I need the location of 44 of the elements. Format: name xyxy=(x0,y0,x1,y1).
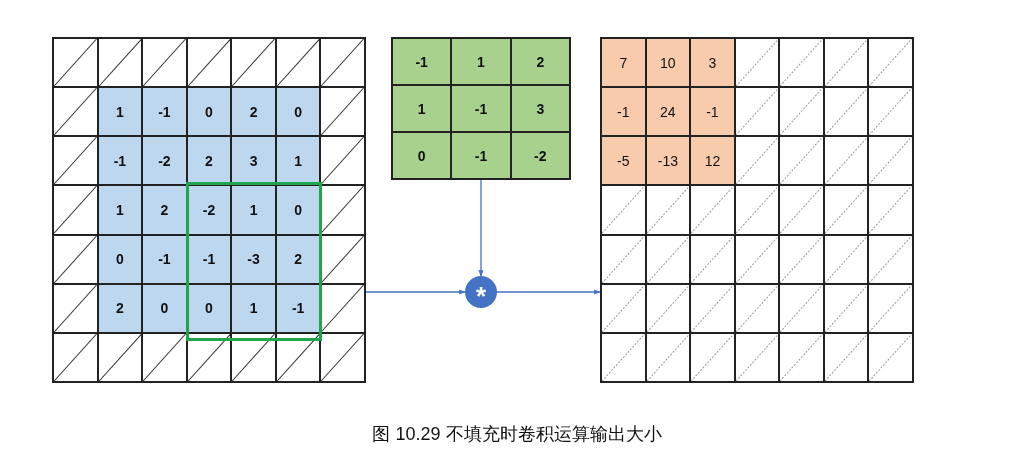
matrix-cell: 0 xyxy=(97,234,143,284)
matrix-cell: 2 xyxy=(510,38,570,85)
matrix-cell: 12 xyxy=(690,136,735,186)
matrix-cell: -2 xyxy=(142,136,187,186)
matrix-grid xyxy=(600,37,914,383)
matrix-cell: -5 xyxy=(601,136,646,186)
arrow xyxy=(478,179,484,277)
matrix-cell: 1 xyxy=(97,87,143,137)
matrix-cell: 1 xyxy=(231,283,276,333)
matrix-cell: -13 xyxy=(645,136,691,186)
matrix-cell: 0 xyxy=(142,283,187,333)
matrix-cell: 0 xyxy=(275,87,321,137)
matrix-cell: -1 xyxy=(451,132,511,179)
matrix-cell: -1 xyxy=(142,234,187,284)
figure-caption: 图 10.29 不填充时卷积运算输出大小 xyxy=(371,423,663,446)
matrix-cell: 24 xyxy=(645,87,691,137)
matrix-cell: 2 xyxy=(97,283,143,333)
matrix-cell: -1 xyxy=(97,136,143,186)
matrix-grid xyxy=(52,37,366,383)
matrix-cell: 3 xyxy=(690,38,735,88)
matrix-cell: -3 xyxy=(231,234,276,284)
matrix-grid xyxy=(391,37,571,180)
arrow xyxy=(496,289,601,295)
arrow xyxy=(365,289,466,295)
matrix-cell: -1 xyxy=(451,85,511,132)
matrix-cell: 3 xyxy=(510,85,570,132)
matrix-cell: 1 xyxy=(231,185,276,235)
matrix-cell: 0 xyxy=(392,132,452,179)
matrix-cell: 10 xyxy=(645,38,691,88)
matrix-cell: -1 xyxy=(690,87,735,137)
matrix-cell: -1 xyxy=(142,87,187,137)
matrix-cell: 1 xyxy=(451,38,511,85)
matrix-cell: 0 xyxy=(275,185,321,235)
matrix-cell: 1 xyxy=(392,85,452,132)
matrix-cell: -1 xyxy=(392,38,452,85)
matrix-cell: 0 xyxy=(186,87,232,137)
matrix-cell: -1 xyxy=(601,87,646,137)
matrix-cell: 7 xyxy=(601,38,646,88)
matrix-cell: 2 xyxy=(142,185,187,235)
matrix-cell: -2 xyxy=(510,132,570,179)
convolution-operator: * xyxy=(465,276,497,308)
matrix-cell: -2 xyxy=(186,185,232,235)
matrix-cell: 1 xyxy=(97,185,143,235)
matrix-cell: 2 xyxy=(231,87,276,137)
